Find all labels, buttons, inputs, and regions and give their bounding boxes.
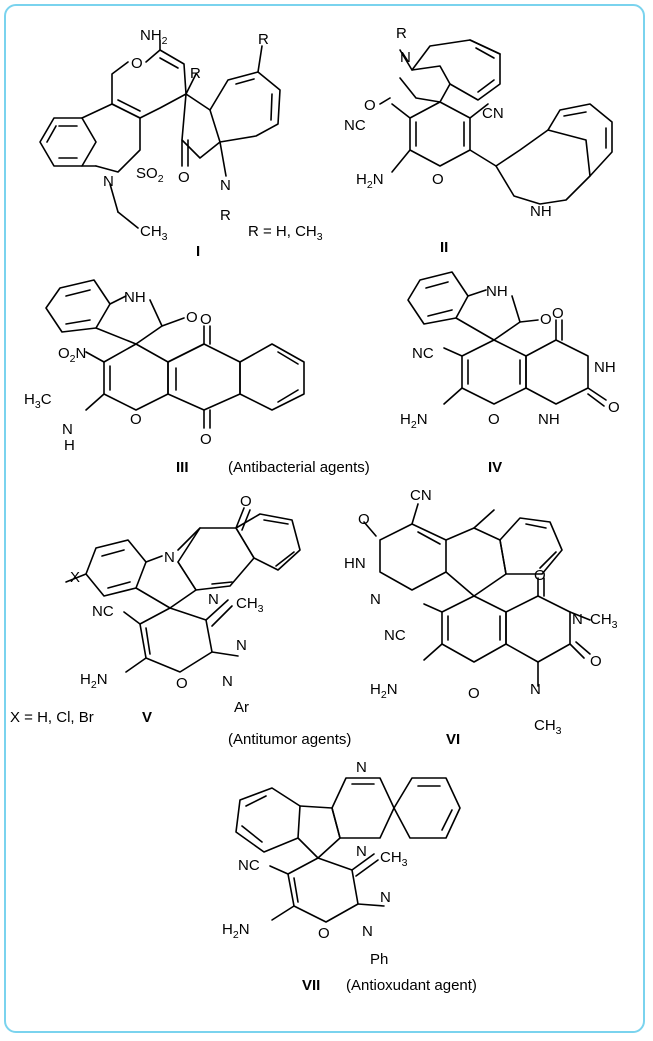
compound-ii-nh-label: NH [530,203,552,220]
compound-vii-ch3-label: CH3 [380,849,408,869]
compound-vi-ch3-top-label: CH3 [590,611,618,631]
compound-ii-h2n-label: H2N [356,171,384,191]
compound-ii-nc-label: NC [344,117,366,134]
compound-i-structure [39,39,281,229]
compound-vi-n-methyl-label: N [572,611,583,628]
compound-vi-pyrimidine-o-right-label: O [590,653,602,670]
antitumor-label: (Antitumor agents) [228,731,351,748]
antibacterial-label: (Antibacterial agents) [228,459,370,476]
compound-iv-carbonyl-o-label: O [540,311,552,328]
compound-vi-n-bottom-label: N [530,681,541,698]
compound-iii-structure [45,279,305,429]
compound-v-pyrazole-n-label: N [236,637,247,654]
compound-i-r-label: R [190,65,201,82]
compound-ii-ring-o-label: O [432,171,444,188]
compound-v-numeral: V [142,709,152,726]
figure-frame [4,4,645,1033]
compound-ii-n-label: N [400,49,411,66]
compound-v-ch3-label: CH3 [236,595,264,615]
compound-i-amino-label: NH2 [140,27,168,47]
compound-vii-ph-label: Ph [370,951,388,968]
compound-ii-cn-label: CN [482,105,504,122]
compound-vi-cn-label: CN [410,487,432,504]
compound-v-structure [65,507,301,673]
compound-iii-n-label: N [62,421,73,438]
compound-i-n-label: N [103,173,114,190]
compound-v-n2-label: N [208,591,219,608]
compound-vii-ring-o-label: O [318,925,330,942]
compound-iii-ring-o-label: O [130,411,142,428]
compound-vii-numeral: VII [302,977,320,994]
compound-vi-h2n-label: H2N [370,681,398,701]
compound-iv-nh-top-label: NH [594,359,616,376]
compound-vii-n-mid-label: N [356,843,367,860]
compound-iii-h-label: H [64,437,75,454]
compound-iv-numeral: IV [488,459,502,476]
compound-iv-nh-bottom-label: NH [538,411,560,428]
compound-iii-h3c-label: H3C [24,391,52,411]
compound-iii-quinone-o-top-label: O [200,311,212,328]
compound-iv-pyrimidine-o-right-label: O [608,399,620,416]
compound-vii-pyrazole-n-label: N [380,889,391,906]
antioxidant-label: (Antioxudant agent) [346,977,477,994]
compound-vii-n1-label: N [362,923,373,940]
compound-vi-numeral: VI [446,731,460,748]
compound-i-indole-n-label: N [220,177,231,194]
compound-v-nc-label: NC [92,603,114,620]
compound-v-n1-label: N [222,673,233,690]
compound-i-substituent-note: R = H, CH3 [248,223,323,243]
compound-iv-ring-o-label: O [488,411,500,428]
compound-iii-numeral: III [176,459,189,476]
compound-v-carbonyl-o-label: O [240,493,252,510]
compound-i-r-top-label: R [258,31,269,48]
compound-i-ch3-label: CH3 [140,223,168,243]
compound-iii-o2n-label: O2N [58,345,86,365]
compound-i-o-label: O [131,55,143,72]
compound-vii-nc-label: NC [238,857,260,874]
compound-ii-numeral: II [440,239,448,256]
compound-ii-structure [379,39,613,205]
compound-ii-o-label: O [364,97,376,114]
compound-v-ring-o-label: O [176,675,188,692]
compound-v-h2n-label: H2N [80,671,108,691]
compound-v-ar-label: Ar [234,699,249,716]
compound-iv-nc-label: NC [412,345,434,362]
compound-vii-n-top-label: N [356,759,367,776]
compound-iv-structure [407,271,607,407]
compound-vi-n-label: N [370,591,381,608]
compound-vii-h2n-label: H2N [222,921,250,941]
compound-vi-ring-o-label: O [468,685,480,702]
compound-i-carbonyl-o-label: O [178,169,190,186]
compound-iii-quinone-o-bottom-label: O [200,431,212,448]
compound-vi-o-label: O [358,511,370,528]
compound-iv-pyrimidine-o-top-label: O [552,305,564,322]
compound-vi-ch3-bottom-label: CH3 [534,717,562,737]
compound-v-n-label: N [164,549,175,566]
compound-i-n-r-label: R [220,207,231,224]
compound-v-x-label: X [70,569,80,586]
compound-i-so2-label: SO2 [136,165,164,185]
compound-iii-nh-label: NH [124,289,146,306]
compound-vi-hn-label: HN [344,555,366,572]
compound-vi-structure [363,503,591,687]
compound-vii-structure [235,777,461,923]
compound-iv-nh-label: NH [486,283,508,300]
compound-ii-r-label: R [396,25,407,42]
compound-vi-pyrimidine-o-top-label: O [534,567,546,584]
compound-vi-nc-label: NC [384,627,406,644]
compound-i-numeral: I [196,243,200,260]
compound-iii-carbonyl-o-label: O [186,309,198,326]
compound-v-substituent-note: X = H, Cl, Br [10,709,94,726]
compound-iv-h2n-label: H2N [400,411,428,431]
